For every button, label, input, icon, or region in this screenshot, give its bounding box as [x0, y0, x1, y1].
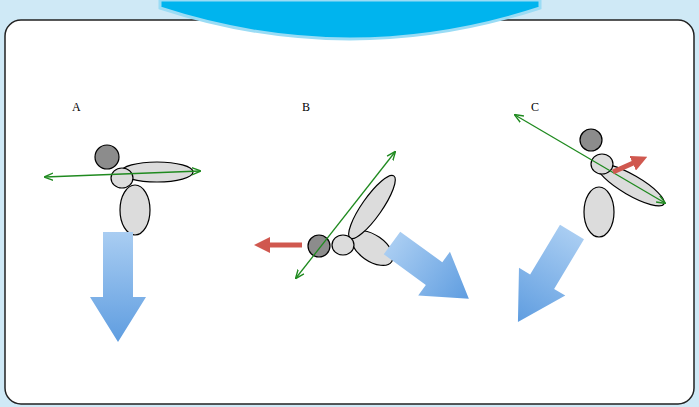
molecule-a: [95, 145, 193, 235]
motion-arrow: [376, 221, 485, 321]
motion-arrow: [495, 218, 595, 336]
force-arrow: [262, 243, 302, 248]
header-tab: [160, 0, 540, 39]
force-arrow: [613, 160, 640, 172]
dipole-axis: [45, 171, 200, 177]
dipole-axis: [296, 152, 395, 278]
dipole-axis: [515, 115, 665, 203]
molecule-c: [580, 129, 669, 237]
panel-letter: A: [72, 101, 81, 113]
motion-arrow: [90, 232, 146, 342]
panel: [5, 20, 694, 404]
panel-letter: C: [531, 101, 539, 113]
panel-letter: B: [302, 101, 310, 113]
